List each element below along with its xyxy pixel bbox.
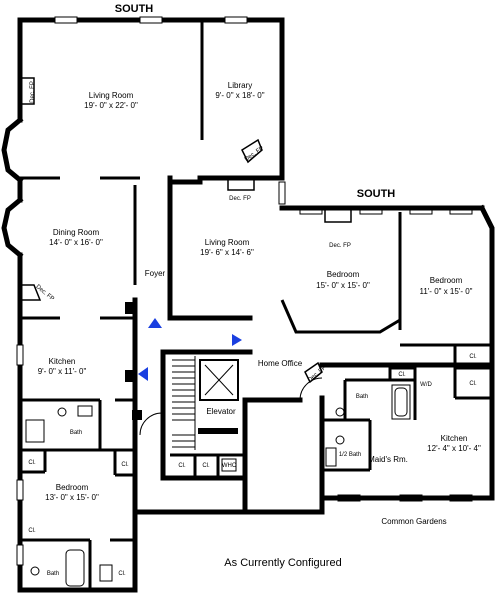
- core: [132, 315, 325, 515]
- common-gardens-label: Common Gardens: [381, 517, 446, 526]
- elevator-car: [199, 359, 239, 401]
- bath-fixtures: [25, 405, 345, 587]
- living-room-2-dims: 19'- 6" x 14'- 6": [200, 248, 254, 257]
- compass-south-wing: SOUTH: [357, 188, 396, 200]
- library-dims: 9'- 0" x 18'- 0": [215, 91, 264, 100]
- stairs: [172, 356, 196, 450]
- closet-label-8: Cl.: [469, 354, 477, 360]
- closet-label-7: Cl.: [398, 372, 406, 378]
- closet-label-9: Cl.: [469, 381, 477, 387]
- dec-fp-living-label: Dec. FP: [30, 81, 36, 103]
- kitchen-east-dims: 12'- 4" x 10'- 4": [427, 444, 481, 453]
- fireplaces: [19, 77, 352, 384]
- closet-label-3: Cl.: [28, 528, 36, 534]
- closet-label-4: Cl.: [118, 571, 126, 577]
- arrow-right-icon: [232, 334, 242, 346]
- entry-arrows: [138, 318, 242, 381]
- whc-label: WHC: [222, 463, 237, 469]
- dec-fp-bedroom-label: Dec. FP: [329, 243, 351, 249]
- library-name: Library: [228, 81, 252, 90]
- interior-walls: [20, 20, 204, 590]
- bedroom-east-dims: 11'- 0" x 15'- 0": [419, 287, 472, 296]
- bedroom-east-name: Bedroom: [430, 276, 463, 285]
- maids-room-label: Maid's Rm.: [368, 455, 408, 464]
- arrow-up-icon: [148, 318, 162, 328]
- compass-south-main: SOUTH: [115, 3, 154, 15]
- wd-label: W/D: [420, 382, 432, 388]
- foyer-label: Foyer: [145, 269, 166, 278]
- caption-label: As Currently Configured: [224, 557, 341, 569]
- east-wing-walls: [139, 204, 495, 515]
- exterior-walls: [1, 17, 285, 593]
- half-bath-label-1: 1/2 Bath: [339, 452, 361, 458]
- bath-bedroom-label: Bath: [47, 571, 59, 577]
- bedroom-center-name: Bedroom: [327, 270, 360, 279]
- dec-fp-living2-label: Dec. FP: [229, 196, 251, 202]
- kitchen-east-name: Kitchen: [441, 434, 468, 443]
- dining-room-dims: 14'- 0" x 16'- 0": [49, 238, 103, 247]
- closet-label-6: Cl.: [202, 463, 210, 469]
- kitchen-west-dims: 9'- 0" x 11'- 0": [38, 367, 87, 376]
- dec-fp-library-label: Dec. FP: [244, 146, 265, 163]
- bath-wing-label: Bath: [356, 394, 368, 400]
- closet-label-1: Cl.: [28, 460, 36, 466]
- living-room-name: Living Room: [89, 91, 134, 100]
- kitchen-west-name: Kitchen: [49, 357, 76, 366]
- elevator-label: Elevator: [206, 407, 236, 416]
- dining-room-name: Dining Room: [53, 228, 100, 237]
- arrow-left-icon: [138, 367, 148, 381]
- bedroom-south-name: Bedroom: [56, 483, 89, 492]
- closet-label-5: Cl.: [178, 463, 186, 469]
- home-office-label: Home Office: [258, 359, 303, 368]
- bedroom-center-dims: 15'- 0" x 15'- 0": [316, 281, 370, 290]
- living-room-dims: 19'- 0" x 22'- 0": [84, 101, 138, 110]
- closet-label-2: Cl.: [121, 462, 129, 468]
- living-room-2-name: Living Room: [205, 238, 250, 247]
- bath-kitchen-label: Bath: [70, 430, 82, 436]
- bedroom-south-dims: 13'- 0" x 15'- 0": [45, 493, 99, 502]
